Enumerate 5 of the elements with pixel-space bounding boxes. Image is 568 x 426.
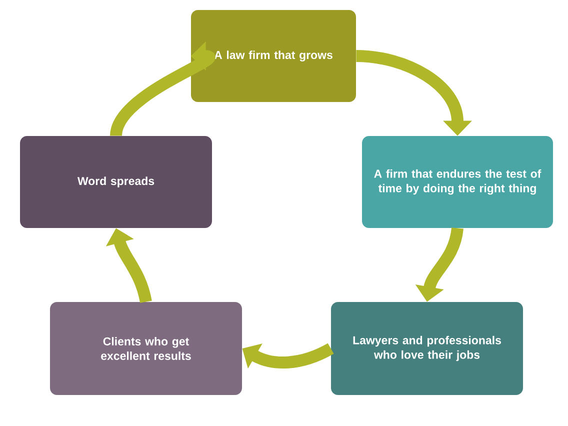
process-box: Word spreads [20, 136, 212, 228]
process-box: A firm that endures the test of time by doing the right thing [362, 136, 553, 228]
process-box: Lawyers and professionals who love their jobs [331, 302, 523, 395]
process-box: Clients who get excellent results [50, 302, 242, 395]
process-box: A law firm that grows [191, 10, 356, 102]
